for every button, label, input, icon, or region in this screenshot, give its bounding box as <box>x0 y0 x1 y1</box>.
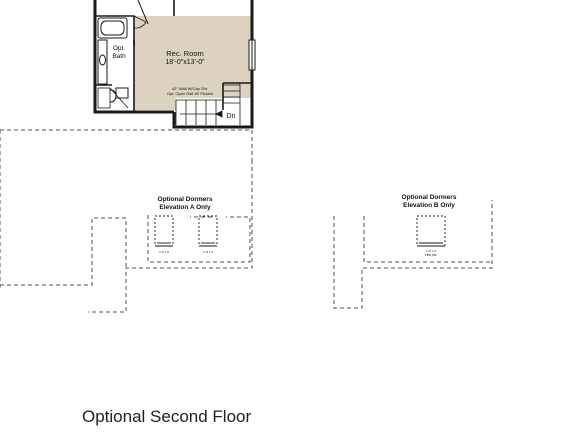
bath-name-line2: Bath <box>112 53 126 60</box>
stair-label: Dn <box>227 113 236 120</box>
bath-door <box>109 87 129 109</box>
rec-room-dimensions: 18'-0"x13'-0" <box>165 59 205 66</box>
stair <box>175 83 241 125</box>
wall-note-line2: Opt. Open Rail W/ Pickets <box>167 91 213 96</box>
dormer-b-dim-2: TBN TBL <box>425 253 438 257</box>
dormer-a-subtitle: Elevation A Only <box>159 204 211 211</box>
dormer-a-title: Optional Dormers <box>158 196 213 203</box>
dormer-a-dim-2: 1'-6 x 6 <box>203 250 213 254</box>
bath-closet <box>97 87 111 109</box>
dormer-b <box>416 215 446 247</box>
dormer-b-title: Optional Dormers <box>402 194 457 201</box>
dormer-b-dim-1: 1'-6 x 3 <box>426 249 436 253</box>
window <box>248 39 256 71</box>
roof-outline-right <box>333 200 493 309</box>
dormer-a-2 <box>198 215 218 247</box>
plan-caption: Optional Second Floor <box>82 407 252 426</box>
rec-room-floor <box>134 16 252 98</box>
dormer-a-1 <box>154 215 174 247</box>
top-door <box>137 0 149 25</box>
dormer-a-dim-1: 1'-6 x 6 <box>159 250 169 254</box>
door-swing <box>133 15 147 29</box>
dormer-b-subtitle: Elevation B Only <box>403 202 455 209</box>
rec-room-name: Rec. Room <box>166 49 204 58</box>
stair-landing-floor <box>134 98 176 110</box>
roof-outline-left <box>0 129 253 313</box>
wall-note-line1: 42" Wall W/Cap Sht. <box>172 86 208 91</box>
bath-name-line1: Opt. <box>113 45 125 52</box>
